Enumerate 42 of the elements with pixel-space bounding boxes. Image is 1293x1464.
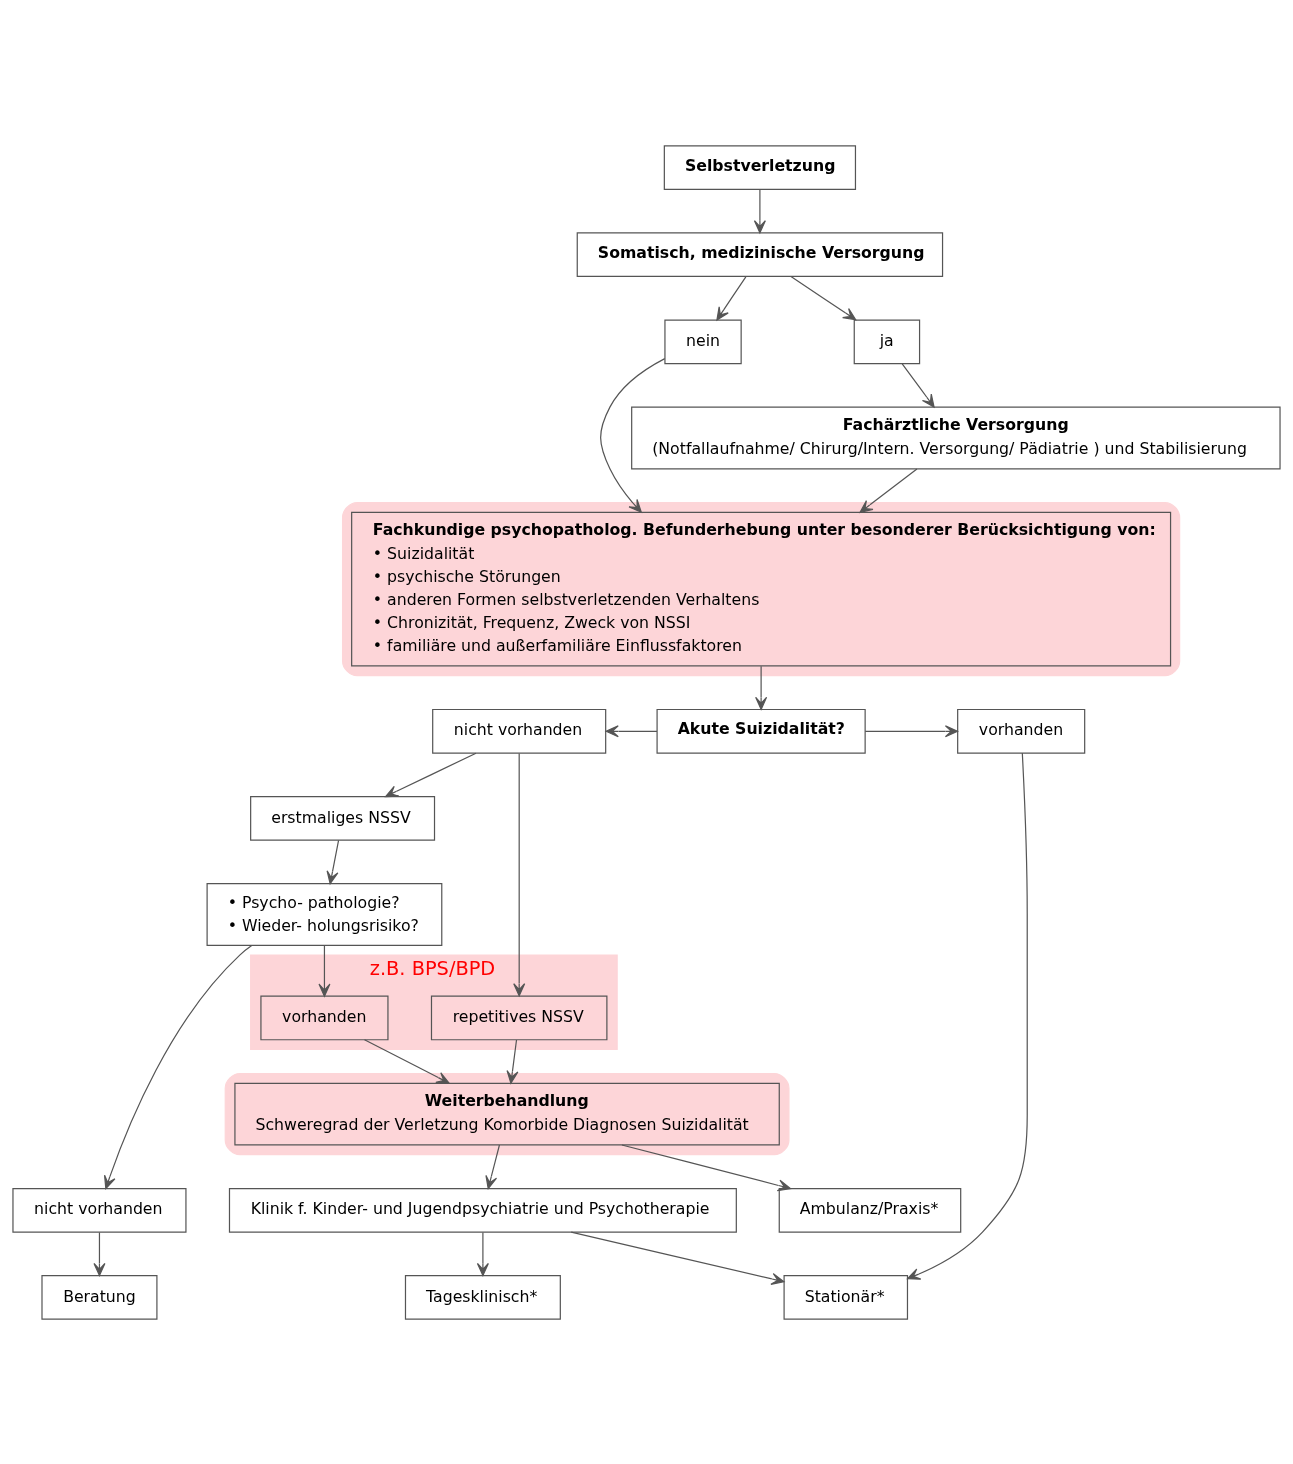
arrow <box>103 944 253 1189</box>
arrow <box>790 275 857 320</box>
arrow <box>600 357 666 513</box>
node-box: nicht vorhanden <box>432 708 607 754</box>
node-box: Akute Suizidalität? <box>656 708 866 754</box>
node-box: Klinik f. Kinder- und Jugendpsychiatrie und Psychotherapie <box>228 1187 737 1233</box>
node-box: nein <box>664 318 742 364</box>
arrow <box>318 944 331 997</box>
arrow <box>755 665 768 710</box>
arrow <box>570 1231 785 1285</box>
node-box: Beratung <box>41 1274 158 1320</box>
node-box: vorhanden <box>957 708 1086 754</box>
node-box: nicht vorhanden <box>12 1187 187 1233</box>
arrow <box>753 188 766 233</box>
arrow <box>716 275 747 320</box>
arrow <box>864 724 959 737</box>
arrow <box>605 724 658 737</box>
node-box: Tagesklinisch* <box>404 1274 561 1320</box>
node-box: erstmaliges NSSV <box>250 795 436 841</box>
arrow <box>476 1231 489 1276</box>
node-box: repetitives NSSV <box>430 995 608 1040</box>
node-box: ja <box>853 318 921 364</box>
arrow <box>93 1231 106 1276</box>
node-box: Fachärztliche Versorgung (Notfallaufnahme/ Chirurg/Intern. Versorgung/ Pädiatrie ) und Stabilisierung <box>631 406 1281 469</box>
node-box: Fachkundige psychopatholog. Befunderhebung unter besonderer Berücksichtigung von: • Suizidalität • psychische Störungen • anderen Formen selbstverletzenden Verhaltens • Chronizität, Frequenz, Zweck von NSSI • familiäre und außerfamiliäre Einflussfaktoren <box>351 511 1172 667</box>
arrow <box>326 839 340 884</box>
node-box: vorhanden <box>260 995 389 1040</box>
node-box: Weiterbehandlung Schweregrad der Verletzung Komorbide Diagnosen Suizidalität <box>234 1082 780 1146</box>
arrow <box>621 1143 791 1191</box>
arrow <box>906 752 1028 1280</box>
node-box: Ambulanz/Praxis* <box>778 1187 962 1233</box>
arrow <box>506 1038 519 1084</box>
arrow <box>485 1143 501 1189</box>
arrow <box>385 752 477 797</box>
arrow <box>513 752 526 996</box>
node-box: Somatisch, medizinische Versorgung <box>576 231 944 277</box>
node-box: • Psycho- pathologie? • Wieder- holungsrisiko? <box>206 882 443 946</box>
arrow <box>859 467 918 513</box>
node-box: Selbstverletzung <box>663 144 857 190</box>
arrow <box>901 362 935 408</box>
node-box: Stationär* <box>783 1274 909 1320</box>
arrow <box>363 1038 450 1084</box>
